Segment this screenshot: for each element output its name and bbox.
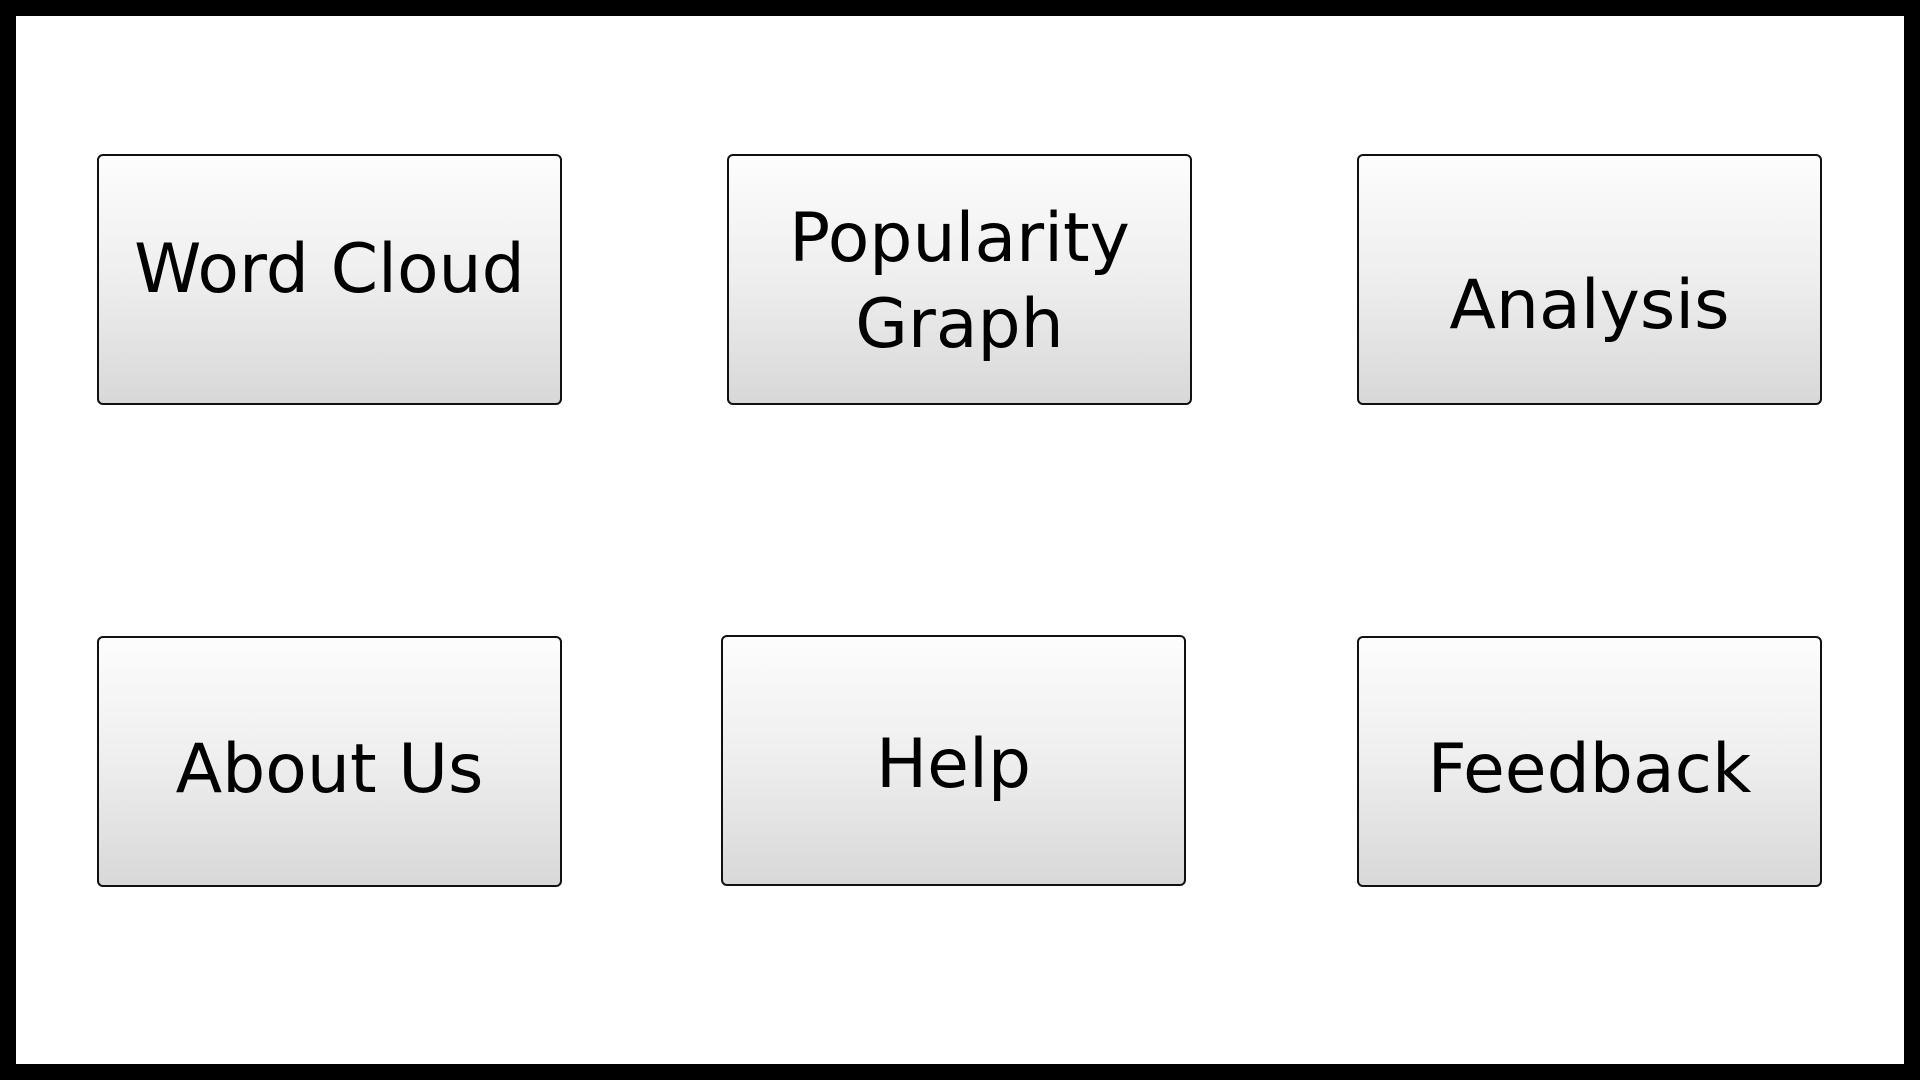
analysis-button[interactable]: Analysis	[1357, 154, 1822, 405]
popularity-graph-button-label: Popularity Graph	[789, 198, 1130, 364]
help-button[interactable]: Help	[721, 635, 1186, 886]
main-window: Word Cloud Popularity Graph Analysis Abo…	[16, 16, 1904, 1064]
about-us-button-label: About Us	[175, 729, 484, 809]
analysis-button-label: Analysis	[1449, 265, 1730, 345]
popularity-graph-button[interactable]: Popularity Graph	[727, 154, 1192, 405]
word-cloud-button[interactable]: Word Cloud	[97, 154, 562, 405]
feedback-button-label: Feedback	[1427, 729, 1752, 809]
word-cloud-button-label: Word Cloud	[134, 229, 525, 309]
feedback-button[interactable]: Feedback	[1357, 636, 1822, 887]
about-us-button[interactable]: About Us	[97, 636, 562, 887]
help-button-label: Help	[875, 724, 1032, 804]
